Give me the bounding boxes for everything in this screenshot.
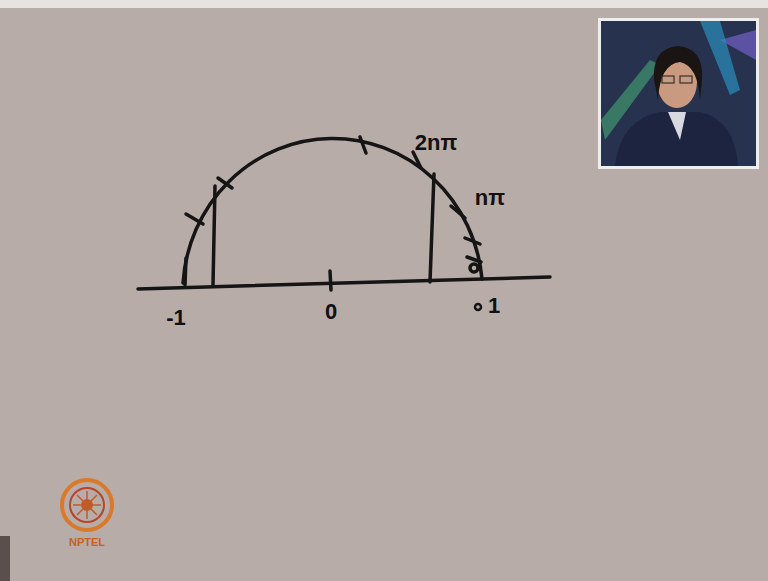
arc-tick <box>413 152 421 168</box>
vertical-line <box>430 174 434 282</box>
arc-tick <box>186 214 203 224</box>
endpoint-dot <box>470 264 478 272</box>
person-body <box>615 112 738 166</box>
axis-label: 0 <box>325 301 337 323</box>
video-inset <box>598 18 759 169</box>
axis-label: 1 <box>488 295 500 317</box>
person-collar <box>668 112 686 140</box>
arc-tick <box>451 206 465 218</box>
logo-text: NPTEL <box>69 537 105 548</box>
edge-shadow <box>0 536 10 581</box>
top-strip <box>0 0 768 8</box>
person-glasses <box>662 76 674 83</box>
arc-tick <box>218 178 232 188</box>
inset-frame <box>598 18 759 169</box>
person-hair <box>654 46 702 100</box>
semicircle-sketch <box>138 137 550 310</box>
inset-streak <box>700 21 740 95</box>
arc-tick <box>360 137 366 153</box>
arc-tick <box>465 238 480 244</box>
semicircle-arc <box>183 138 482 283</box>
angle-label: 2nπ <box>415 132 458 154</box>
axis-line <box>138 277 550 289</box>
axis-label: -1 <box>166 307 186 329</box>
angle-label: nπ <box>475 187 505 209</box>
endpoint-dot <box>475 304 481 310</box>
inset-background <box>601 21 756 166</box>
vertical-line <box>213 186 215 285</box>
arc-tick <box>467 257 481 262</box>
logo-ring <box>70 488 104 522</box>
axis-tick <box>330 271 331 290</box>
arc-mark <box>185 258 186 285</box>
logo-ring <box>62 480 112 530</box>
person-glasses <box>680 76 692 83</box>
nptel-logo <box>62 480 112 530</box>
logo-rays <box>73 491 101 519</box>
